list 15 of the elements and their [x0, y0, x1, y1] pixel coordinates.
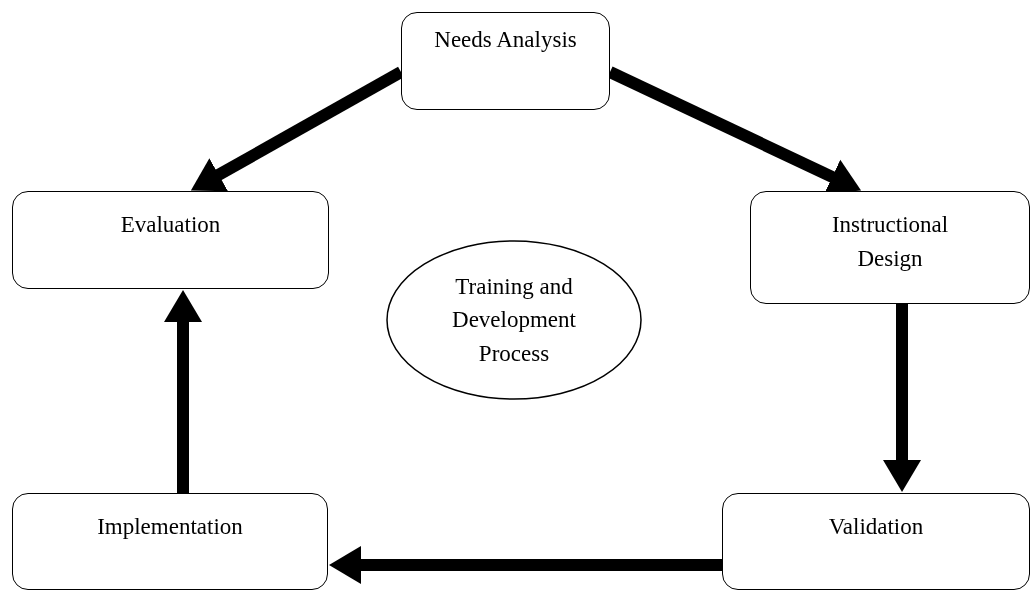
- arrow: [883, 304, 921, 492]
- process-box: [750, 191, 1030, 304]
- node-label: Needs Analysis: [434, 26, 577, 54]
- node-label: Implementation: [97, 512, 243, 541]
- node-label: Validation: [828, 512, 924, 541]
- process-box: [722, 493, 1030, 590]
- node-label: Training and Development Process: [451, 273, 577, 368]
- node-label: Instructional Design: [830, 211, 950, 273]
- ellipse-node: [386, 240, 642, 400]
- process-box: [401, 12, 610, 110]
- arrow: [164, 290, 202, 493]
- node-label: Evaluation: [120, 211, 221, 240]
- arrow: [329, 546, 722, 584]
- process-box: [12, 191, 329, 289]
- process-box: [12, 493, 328, 590]
